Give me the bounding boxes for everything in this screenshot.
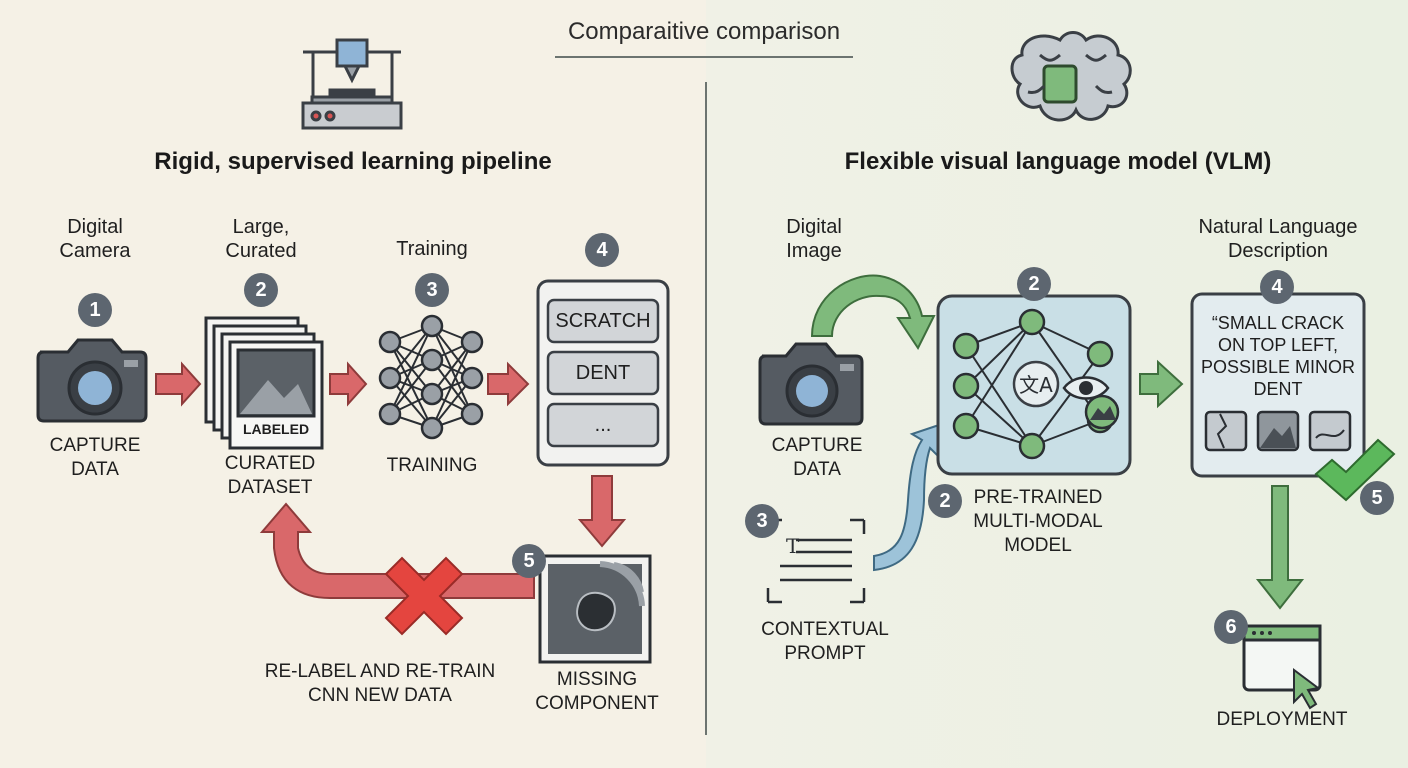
output-more-label: ... [594, 414, 612, 436]
network-node [420, 382, 444, 406]
output-class-more-box [546, 402, 660, 448]
rejected-x-mark [384, 556, 464, 636]
network-node [420, 348, 444, 372]
missing-component-image-icon [538, 554, 652, 664]
translate-icon: 文A [1012, 360, 1060, 408]
left-step3-bottom-label: TRAINING [386, 455, 478, 476]
dent-thumbnail-icon [1256, 410, 1300, 452]
neural-network-icon [378, 314, 484, 440]
left-step2-bottom-label: CURATED DATASET [224, 453, 316, 498]
right-step2-badge-secondary: 2 [928, 484, 962, 518]
network-node [378, 366, 402, 390]
network-node [460, 402, 484, 426]
right-step2-badge: 2 [1017, 267, 1051, 301]
right-step6-badge: 6 [1214, 610, 1248, 644]
arrow-outputs-to-missing [577, 475, 627, 548]
right-step4-badge: 4 [1260, 270, 1294, 304]
approved-check-mark [1314, 438, 1396, 502]
output-scratch-label: SCRATCH [555, 310, 651, 332]
arrow-camera-to-dataset [155, 361, 202, 407]
ai-brain-icon [1010, 31, 1132, 122]
right-section-title: Flexible visual language model (VLM) [844, 148, 1272, 175]
network-node [952, 412, 980, 440]
prompt-to-model-arrow [873, 422, 944, 572]
network-node [1018, 308, 1046, 336]
digital-image-camera-icon [758, 342, 864, 426]
network-edge [965, 321, 1033, 427]
dataset-label-tag: LABELED [242, 421, 310, 437]
network-node [420, 314, 444, 338]
network-edge [965, 345, 1033, 447]
left-step1-top-label: Digital Camera [59, 216, 131, 262]
right-step4-top-label: Natural Language Description [1198, 216, 1358, 262]
network-edge [431, 341, 473, 429]
labeled-dataset-stack-icon [204, 316, 324, 450]
right-step2-bottom-label: PRE-TRAINED MULTI-MODAL MODEL [973, 487, 1103, 556]
translate-glyph: 文A [1019, 373, 1053, 397]
arrow-training-to-outputs [487, 361, 530, 407]
left-step3-badge: 3 [415, 273, 449, 307]
eye-icon [1062, 376, 1110, 400]
right-step1-bottom-label: CAPTURE DATA [771, 435, 863, 480]
network-node [1018, 432, 1046, 460]
network-edge [965, 385, 1033, 447]
network-edge [1031, 353, 1101, 447]
left-step2-badge: 2 [244, 273, 278, 307]
machine-vision-robot-icon [301, 38, 403, 130]
right-step3-badge: 3 [745, 504, 779, 538]
description-to-deployment-arrow [1255, 485, 1305, 610]
left-step4-badge: 4 [585, 233, 619, 267]
scratch-thumbnail-icon [1308, 410, 1352, 452]
prompt-glyph: T [786, 534, 800, 558]
left-step1-badge: 1 [78, 293, 112, 327]
model-to-description-arrow [1139, 359, 1184, 409]
retrain-feedback-arrow [259, 502, 535, 599]
page-title: Comparaitive comparison [567, 18, 841, 45]
network-node [420, 416, 444, 440]
description-quote-text: “SMALL CRACK ON TOP LEFT, POSSIBLE MINOR… [1200, 313, 1356, 399]
arrow-dataset-to-training [329, 361, 368, 407]
left-step5-badge: 5 [512, 544, 546, 578]
digital-camera-icon [36, 338, 148, 423]
retrain-feedback-label: RE-LABEL AND RE-TRAIN CNN NEW DATA [264, 661, 496, 706]
network-node [952, 372, 980, 400]
left-step1-bottom-label: CAPTURE DATA [49, 435, 141, 480]
network-edge [965, 321, 1033, 387]
output-class-dent-box [546, 350, 660, 396]
network-node [952, 332, 980, 360]
output-class-scratch-box [546, 298, 660, 344]
network-edge [389, 325, 433, 415]
output-dent-label: DENT [575, 362, 631, 384]
left-step5-bottom-label: MISSING COMPONENT [535, 669, 659, 714]
multimodal-network-icon [952, 308, 1114, 460]
network-node [460, 366, 484, 390]
image-to-model-arrow [810, 274, 936, 350]
network-node [378, 330, 402, 354]
network-node [1086, 340, 1114, 368]
left-step3-top-label: Training [396, 238, 468, 260]
right-step3-bottom-label: CONTEXTUAL PROMPT [761, 619, 889, 664]
right-step6-bottom-label: DEPLOYMENT [1216, 709, 1348, 730]
image-thumbnail-icon [1084, 394, 1120, 430]
left-section-title: Rigid, supervised learning pipeline [154, 148, 552, 175]
right-step1-top-label: Digital Image [786, 216, 842, 262]
right-step5-badge: 5 [1360, 481, 1394, 515]
left-step2-top-label: Large, Curated [225, 216, 297, 262]
deployment-window-icon [1242, 624, 1322, 710]
network-edge [389, 359, 433, 415]
network-node [460, 330, 484, 354]
network-node [378, 402, 402, 426]
crack-thumbnail-icon [1204, 410, 1248, 452]
